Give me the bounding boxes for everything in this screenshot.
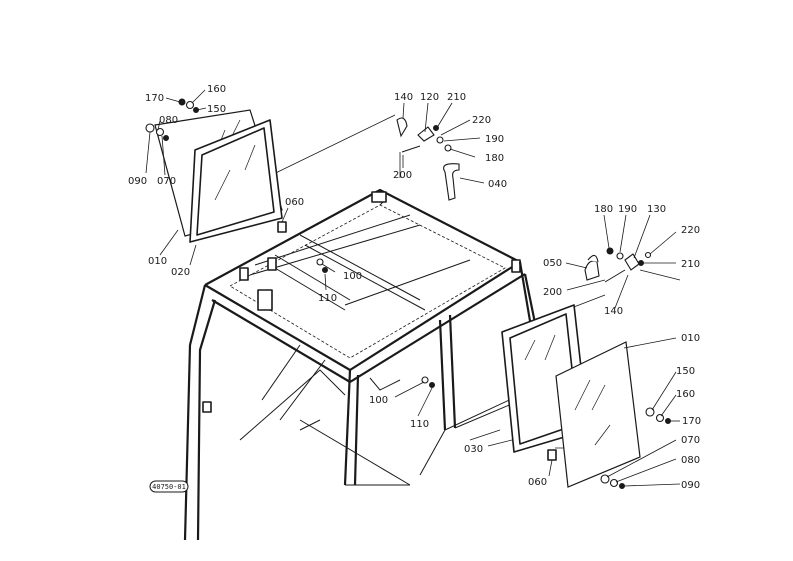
right-glass-pane — [555, 341, 641, 488]
label-150-upper: 150 — [207, 104, 226, 115]
label-140-right: 140 — [604, 306, 623, 317]
reference-code-stamp: 40750-01 — [149, 480, 189, 493]
label-190-right: 190 — [618, 204, 637, 215]
label-040: 040 — [488, 179, 507, 190]
label-010-right: 010 — [681, 333, 700, 344]
label-030: 030 — [464, 444, 483, 455]
label-100-upper: 100 — [343, 271, 362, 282]
label-160-upper: 160 — [207, 84, 226, 95]
label-210-upper: 210 — [447, 92, 466, 103]
label-080-upper: 080 — [159, 115, 178, 126]
label-210-right: 210 — [681, 259, 700, 270]
label-080-lower: 080 — [681, 455, 700, 466]
label-110-lower: 110 — [410, 419, 429, 430]
reference-code: 40750-01 — [152, 483, 186, 491]
label-020: 020 — [171, 267, 190, 278]
label-160-right: 160 — [676, 389, 695, 400]
hardware-parts — [145, 98, 671, 489]
label-190-upper: 190 — [485, 134, 504, 145]
label-070-upper: 070 — [157, 176, 176, 187]
label-110-upper: 110 — [318, 293, 337, 304]
label-130: 130 — [647, 204, 666, 215]
label-170-right: 170 — [682, 416, 701, 427]
label-180-right: 180 — [594, 204, 613, 215]
label-140-upper: 140 — [394, 92, 413, 103]
left-door-glass-assembly — [154, 109, 287, 243]
part-labels: 170 160 150 080 090 070 010 020 060 140 … — [128, 84, 701, 491]
label-010-upper: 010 — [148, 256, 167, 267]
label-050: 050 — [543, 258, 562, 269]
label-060-lower: 060 — [528, 477, 547, 488]
label-090-upper: 090 — [128, 176, 147, 187]
label-150-right: 150 — [676, 366, 695, 377]
label-170-upper: 170 — [145, 93, 164, 104]
leader-lines — [145, 89, 681, 487]
label-220-upper: 220 — [472, 115, 491, 126]
label-200-upper: 200 — [393, 170, 412, 181]
label-180-upper: 180 — [485, 153, 504, 164]
label-220-right: 220 — [681, 225, 700, 236]
label-090-lower: 090 — [681, 480, 700, 491]
label-120: 120 — [420, 92, 439, 103]
label-070-lower: 070 — [681, 435, 700, 446]
right-door-glass-assembly — [501, 304, 641, 488]
label-200-right: 200 — [543, 287, 562, 298]
label-060-upper: 060 — [285, 197, 304, 208]
label-100-lower: 100 — [369, 395, 388, 406]
